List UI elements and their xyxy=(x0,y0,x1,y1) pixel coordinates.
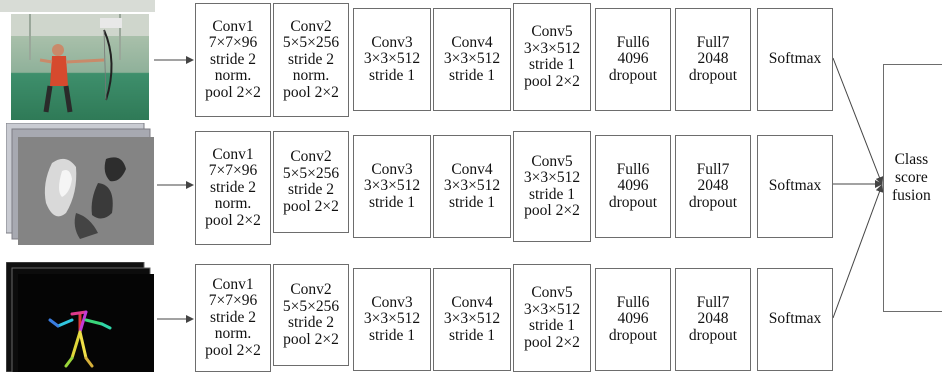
stream-2-conv2: Conv2 5×5×256 stride 2 pool 2×2 xyxy=(273,131,349,233)
stream-1-conv4: Conv4 3×3×512 stride 1 xyxy=(433,8,511,111)
layer-label: Conv5 3×3×512 stride 1 pool 2×2 xyxy=(523,152,581,219)
layer-label: Full7 2048 dropout xyxy=(688,293,738,344)
stream-2-full7: Full7 2048 dropout xyxy=(675,135,751,238)
layer-label: Conv3 3×3×512 stride 1 xyxy=(363,160,421,211)
stream-1-full6: Full6 4096 dropout xyxy=(595,8,671,111)
stream-1-conv3: Conv3 3×3×512 stride 1 xyxy=(353,8,431,111)
layer-label: Full6 4096 dropout xyxy=(608,33,658,84)
layer-label: Conv5 3×3×512 stride 1 pool 2×2 xyxy=(523,284,581,351)
layer-label: Conv1 7×7×96 stride 2 norm. pool 2×2 xyxy=(205,17,261,101)
skeleton-frames-image xyxy=(6,262,154,372)
layer-label: Conv1 7×7×96 stride 2 norm. pool 2×2 xyxy=(205,275,261,359)
depth-map-frames-image xyxy=(6,123,154,245)
stream-3-full6: Full6 4096 dropout xyxy=(595,268,671,371)
layer-label: Conv3 3×3×512 stride 1 xyxy=(363,293,421,344)
stream-3-conv2: Conv2 5×5×256 stride 2 pool 2×2 xyxy=(273,264,349,366)
stream-3-conv3: Conv3 3×3×512 stride 1 xyxy=(353,268,431,371)
layer-label: Conv4 3×3×512 stride 1 xyxy=(443,293,501,344)
stream-2-conv5: Conv5 3×3×512 stride 1 pool 2×2 xyxy=(513,131,591,242)
stream-3-conv5: Conv5 3×3×512 stride 1 pool 2×2 xyxy=(513,264,591,372)
stream-2-conv4: Conv4 3×3×512 stride 1 xyxy=(433,135,511,238)
layer-label: Conv5 3×3×512 stride 1 pool 2×2 xyxy=(523,23,581,90)
stream-3-conv1: Conv1 7×7×96 stride 2 norm. pool 2×2 xyxy=(195,264,271,372)
stream-2-softmax: Softmax xyxy=(757,135,833,238)
layer-label: Full7 2048 dropout xyxy=(688,160,738,211)
layer-label: Conv4 3×3×512 stride 1 xyxy=(443,160,501,211)
layer-label: Full6 4096 dropout xyxy=(608,160,658,211)
stream-3-fusion-arrow xyxy=(832,184,884,319)
stream-1-conv1: Conv1 7×7×96 stride 2 norm. pool 2×2 xyxy=(195,3,271,117)
layer-label: Conv4 3×3×512 stride 1 xyxy=(443,33,501,84)
stream-1-conv2: Conv2 5×5×256 stride 2 norm. pool 2×2 xyxy=(273,3,349,117)
stream-2-conv1: Conv1 7×7×96 stride 2 norm. pool 2×2 xyxy=(195,131,271,245)
stream-1-fusion-arrow xyxy=(832,57,884,185)
layer-label: Conv2 5×5×256 stride 2 pool 2×2 xyxy=(282,281,340,348)
stream-3-full7: Full7 2048 dropout xyxy=(675,268,751,371)
layer-label: Softmax xyxy=(768,310,822,328)
layer-label: Softmax xyxy=(768,50,822,68)
stream-3-softmax: Softmax xyxy=(757,268,833,371)
stream-1-conv5: Conv5 3×3×512 stride 1 pool 2×2 xyxy=(513,3,591,111)
layer-label: Full7 2048 dropout xyxy=(688,33,738,84)
layer-label: Full6 4096 dropout xyxy=(608,293,658,344)
layer-label: Conv2 5×5×256 stride 2 pool 2×2 xyxy=(282,148,340,215)
layer-label: Conv3 3×3×512 stride 1 xyxy=(363,33,421,84)
layer-label: Conv2 5×5×256 stride 2 norm. pool 2×2 xyxy=(282,17,340,101)
class-score-fusion-box: Class score fusion xyxy=(883,64,942,312)
stream-2-conv3: Conv3 3×3×512 stride 1 xyxy=(353,135,431,238)
fusion-label: Class score fusion xyxy=(892,151,931,204)
layer-label: Softmax xyxy=(768,177,822,195)
stream-2-full6: Full6 4096 dropout xyxy=(595,135,671,238)
stream-3-conv4: Conv4 3×3×512 stride 1 xyxy=(433,268,511,371)
layer-label: Conv1 7×7×96 stride 2 norm. pool 2×2 xyxy=(205,145,261,229)
archer-video-frame-image xyxy=(0,0,155,120)
stream-1-full7: Full7 2048 dropout xyxy=(675,8,751,111)
stream-1-softmax: Softmax xyxy=(757,8,833,111)
